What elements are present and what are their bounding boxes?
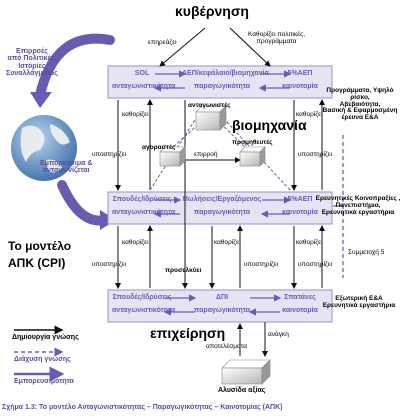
title-government: κυβέρνηση <box>175 3 249 19</box>
suppliers-cube-icon <box>239 146 266 167</box>
label-sets-mid-2: καθορίζει <box>214 239 241 246</box>
label-sets-left-2: καθορίζει <box>122 239 149 246</box>
label-sets-right-1: καθορίζει <box>296 111 323 118</box>
inflow-arc-arrow <box>35 33 115 100</box>
label-needs: ανάγκη <box>268 331 289 338</box>
box-business-level <box>107 289 333 323</box>
title-industry: βιομηχανία <box>232 117 307 133</box>
label-sets-left-1: καθορίζει <box>122 111 149 118</box>
title-business: επιχείρηση <box>150 325 226 341</box>
label-sets-right-2: καθορίζει <box>296 239 323 246</box>
label-value-chain: Αλυσίδα αξίας <box>218 387 266 394</box>
export-arc-arrow <box>57 180 110 226</box>
node-buyers: αγοραστές <box>142 144 176 151</box>
label-supports-mid-2: υποστηρίζει <box>244 261 279 268</box>
label-right-partnership: Συμμετοχή 5 <box>348 249 385 256</box>
label-gov-sets-policy: Καθορίζει πολιτικές,προγράμματα <box>248 31 306 45</box>
label-supports-right-1: υποστηρίζει <box>298 151 333 158</box>
label-right-programs: Προγράμματα, Υψηλό ρίσκο,Αβεβαιότητα, Βα… <box>322 87 398 122</box>
label-supports-right-2: υποστηρίζει <box>298 261 333 268</box>
node-suppliers: προμηθευτές <box>232 139 273 146</box>
label-supports-left-1: υποστηρίζει <box>92 151 127 158</box>
figure-caption: Σχήμα 1.3: Το μοντέλο Ανταγωνιστικότητας… <box>2 404 283 411</box>
globe-icon <box>11 115 77 181</box>
legend-marketability: Εμπορευσιμότητα <box>14 378 74 385</box>
label-gov-influence: επηρεάζει <box>148 39 177 46</box>
label-left-exports: Εμπορεύσιμα &ανταγωνίζεται <box>40 160 93 175</box>
label-attracts: προσελκύει <box>165 267 202 274</box>
node-competitors: ανταγωνιστές <box>188 102 231 109</box>
label-supports-left-2: υποστηρίζει <box>92 261 127 268</box>
legend-knowledge-diffusion: Διάχυση γνώσης <box>14 356 71 363</box>
label-results: αποτελέσματα <box>206 343 248 350</box>
label-rivalry: επιρροή <box>194 151 218 158</box>
legend-knowledge-creation: Δημιουργία γνώσης <box>12 334 79 341</box>
buyers-cube-icon <box>159 146 186 167</box>
value-chain-cube-icon <box>221 359 271 385</box>
box-industry-level <box>107 191 333 225</box>
box-government-level <box>107 65 333 99</box>
competitors-cube-icon <box>195 105 227 131</box>
label-right-centers: Ερευνητικές Κοινοπραξίες ,Πανεπιστήμια,Ε… <box>315 195 401 216</box>
